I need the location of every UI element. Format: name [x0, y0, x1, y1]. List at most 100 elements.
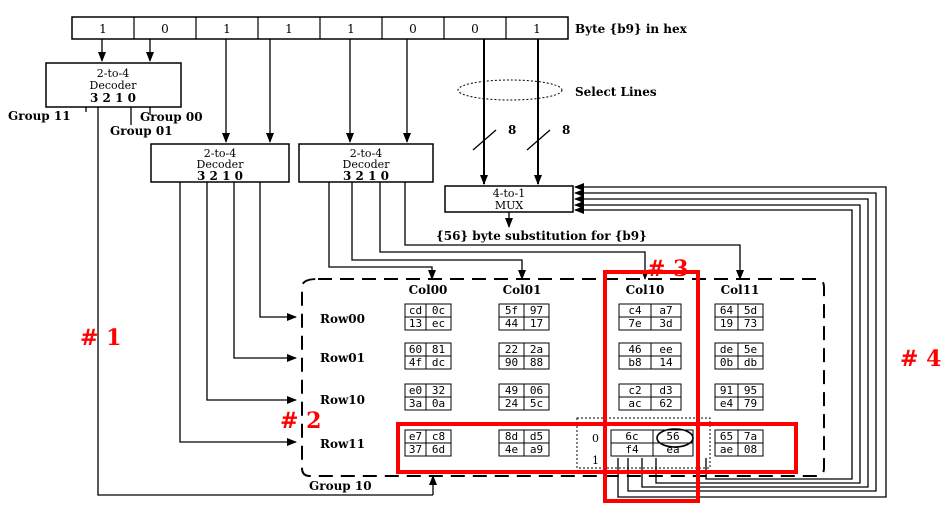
- row-header: Row11: [320, 437, 365, 451]
- sbox-value: 4e: [505, 443, 518, 456]
- select-lines-label: Select Lines: [575, 85, 657, 99]
- sbox-value: c2: [628, 384, 641, 397]
- byte-bit: 1: [285, 22, 293, 36]
- sbox-value: 19: [720, 317, 733, 330]
- byte-bit: 0: [161, 22, 169, 36]
- sbox-value: 81: [432, 343, 445, 356]
- sbox-value: de: [720, 343, 733, 356]
- inner-bit-label: 0: [592, 432, 599, 445]
- bus-width-label: 8: [562, 123, 570, 137]
- column-header: Col11: [721, 283, 760, 297]
- sbox-value: 64: [720, 304, 734, 317]
- decoder-pins-label: 3 2 1 0: [197, 169, 243, 183]
- decoder-name-label: Decoder: [90, 79, 138, 92]
- sbox-value: b8: [628, 356, 641, 369]
- sbox-value: e4: [720, 397, 734, 410]
- byte-bit: 1: [99, 22, 107, 36]
- select-lines-ellipse: [457, 79, 563, 101]
- mux-name-label: MUX: [495, 199, 524, 212]
- sbox-value: 95: [744, 384, 757, 397]
- sbox-value: 5c: [530, 397, 543, 410]
- column-decoder: 2-to-4 Decoder 3 2 1 0: [298, 143, 434, 183]
- sbox-cell: cd 0c 13 ec: [404, 303, 452, 331]
- sbox-value: 2a: [530, 343, 543, 356]
- sbox-value: cd: [409, 304, 422, 317]
- sbox-value: 65: [720, 430, 733, 443]
- sbox-value: 46: [628, 343, 641, 356]
- highlight-col10: [603, 270, 700, 503]
- sbox-value: ac: [628, 397, 641, 410]
- sbox-cell: e0 32 3a 0a: [404, 383, 452, 411]
- sbox-value: 6d: [432, 443, 445, 456]
- marker-1: # 1: [80, 325, 121, 351]
- byte-bit: 0: [471, 22, 479, 36]
- sbox-value: d3: [659, 384, 672, 397]
- marker-4: # 4: [900, 346, 941, 372]
- byte-bit: 1: [533, 22, 541, 36]
- decoder-type-label: 2-to-4: [350, 147, 382, 160]
- sbox-value: 06: [530, 384, 543, 397]
- mux-type-label: 4-to-1: [493, 187, 525, 200]
- column-header: Col01: [503, 283, 542, 297]
- sbox-value: 97: [530, 304, 543, 317]
- sbox-value: 4f: [409, 356, 422, 369]
- sbox-value: ec: [432, 317, 445, 330]
- group-01-label: Group 01: [110, 124, 173, 138]
- bus-width-label: 8: [508, 123, 516, 137]
- byte-bit: 1: [223, 22, 231, 36]
- sbox-value: 3a: [409, 397, 422, 410]
- sbox-value: 17: [530, 317, 543, 330]
- sbox-value: 08: [744, 443, 757, 456]
- sbox-value: 56: [666, 430, 679, 443]
- column-header: Col00: [409, 283, 448, 297]
- inner-bit-label: 1: [592, 454, 599, 467]
- row-header: Row10: [320, 393, 365, 407]
- sbox-value: a9: [530, 443, 543, 456]
- sbox-value: ae: [720, 443, 733, 456]
- sbox-value: 0c: [432, 304, 445, 317]
- row-header: Row00: [320, 312, 365, 326]
- group-11-label: Group 11: [8, 109, 71, 123]
- selected-value-circle: [656, 428, 694, 448]
- sbox-value: 91: [720, 384, 733, 397]
- byte-bit: 1: [347, 22, 355, 36]
- sbox-value: c4: [628, 304, 642, 317]
- sbox-value: a7: [659, 304, 672, 317]
- sbox-cell: 49 06 24 5c: [498, 383, 550, 411]
- row-decoder: 2-to-4 Decoder 3 2 1 0: [150, 143, 290, 183]
- sbox-frame: [301, 278, 825, 477]
- sbox-value: 0b: [720, 356, 733, 369]
- sbox-value: 8d: [505, 430, 518, 443]
- sbox-value: 37: [409, 443, 422, 456]
- sbox-value: ea: [666, 443, 679, 456]
- sbox-value: d5: [530, 430, 543, 443]
- sbox-value: 22: [505, 343, 518, 356]
- byte-label: Byte {b9} in hex: [575, 22, 688, 36]
- sbox-value: e0: [409, 384, 422, 397]
- sbox-value: 60: [409, 343, 422, 356]
- decoder-name-label: Decoder: [197, 158, 245, 171]
- sbox-value: f4: [625, 443, 639, 456]
- group-00-label: Group 00: [140, 110, 203, 124]
- sbox-value: 32: [432, 384, 445, 397]
- sbox-value: 0a: [432, 397, 445, 410]
- sbox-value: 24: [505, 397, 519, 410]
- sbox-value: ee: [659, 343, 672, 356]
- sbox-value: 49: [505, 384, 518, 397]
- decoder-type-label: 2-to-4: [204, 147, 236, 160]
- marker-2: # 2: [280, 408, 321, 434]
- decoder-pins-label: 3 2 1 0: [90, 91, 136, 105]
- sbox-value: 13: [409, 317, 422, 330]
- decoder-name-label: Decoder: [343, 158, 391, 171]
- sbox-value: 62: [659, 397, 672, 410]
- sbox-value: 3d: [659, 317, 672, 330]
- inner-select-box: [576, 417, 711, 469]
